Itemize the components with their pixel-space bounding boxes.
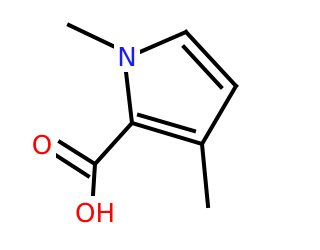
bond-c-oh [90,161,98,198]
atom-o-carbonyl: O [32,131,52,161]
bonds [51,22,239,209]
bond-c5-c4-inner [181,44,224,90]
bond-c4-c3 [199,83,239,147]
bond-c3-c2-inner [136,112,197,134]
bond-c-o-double-2 [51,151,91,179]
atom-n1: N [117,43,136,73]
structure-canvas: N O OH [28,22,239,230]
atom-labels: N O OH [28,42,140,230]
bond-c2-n [123,69,135,126]
bond-n-methyl [66,22,120,51]
bond-c2-ccarboxyl [92,120,135,167]
atom-oh: OH [75,199,115,229]
bond-c3-methyl [199,141,211,209]
bond-c5-c4 [183,29,239,89]
bond-c3-c2 [129,120,205,147]
molecule-diagram: N O OH [28,22,239,230]
bond-n-c5 [137,29,189,55]
bond-c-o-double-1 [57,139,98,167]
